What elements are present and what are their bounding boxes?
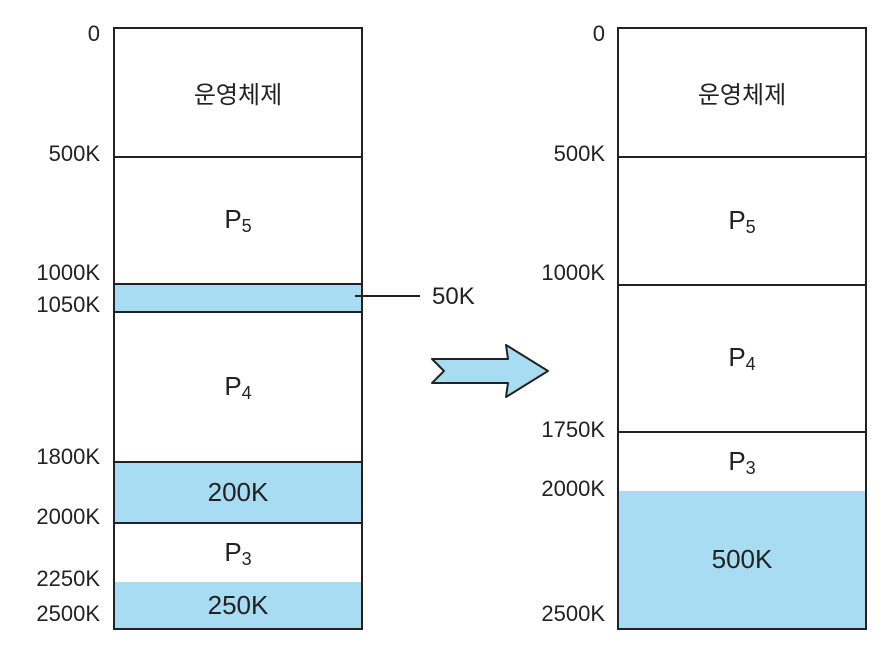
callout-leader-line xyxy=(355,295,420,297)
process-label-p4: P4 xyxy=(224,370,252,403)
addr-label: 2500K xyxy=(541,601,605,626)
addr-label: 1750K xyxy=(541,417,605,442)
free-block-200k: 200K xyxy=(115,461,361,522)
free-block-500k: 500K xyxy=(619,491,865,628)
addr-label: 2000K xyxy=(36,504,100,529)
block-p4-before: P4 xyxy=(115,311,361,461)
addr-label: 2000K xyxy=(541,476,605,501)
addr-label: 500K xyxy=(553,141,605,166)
free-block-500k-label: 500K xyxy=(711,544,773,574)
block-os-label: 운영체제 xyxy=(193,82,283,109)
memory-map-after: 운영체제 P5 P4 P3 500K xyxy=(617,27,867,630)
right-arrow-icon xyxy=(431,344,549,398)
free-block-200k-label: 200K xyxy=(207,477,269,507)
process-label-p3: P3 xyxy=(728,445,756,478)
addr-label: 500K xyxy=(48,141,100,166)
addr-label: 1050K xyxy=(36,292,100,317)
block-p4-after: P4 xyxy=(619,284,865,431)
addr-label: 1800K xyxy=(36,444,100,469)
process-label-p4: P4 xyxy=(728,342,756,374)
process-label-p3: P3 xyxy=(224,536,252,569)
process-label-p5: P5 xyxy=(224,204,252,236)
addr-label: 1000K xyxy=(36,260,100,285)
block-p5-after: P5 xyxy=(619,156,865,284)
process-label-p5: P5 xyxy=(728,204,756,237)
block-os-before: 운영체제 xyxy=(115,29,361,156)
free-block-250k: 250K xyxy=(115,582,361,628)
block-p3-before: P3 xyxy=(115,522,361,582)
free-block-250k-label: 250K xyxy=(207,589,269,620)
addr-label: 0 xyxy=(592,21,605,46)
block-p5-before: P5 xyxy=(115,156,361,283)
block-p3-after: P3 xyxy=(619,431,865,491)
addr-label: 2500K xyxy=(36,601,100,626)
free-block-50k xyxy=(115,283,361,311)
block-os-label: 운영체제 xyxy=(697,82,787,109)
addr-label: 2250K xyxy=(36,566,100,591)
addr-label: 1000K xyxy=(541,260,605,285)
memory-map-before: 운영체제 P5 P4 200K P3 250K xyxy=(113,27,363,630)
callout-50k-label: 50K xyxy=(432,283,475,310)
addr-label: 0 xyxy=(87,21,100,46)
block-os-after: 운영체제 xyxy=(619,29,865,156)
